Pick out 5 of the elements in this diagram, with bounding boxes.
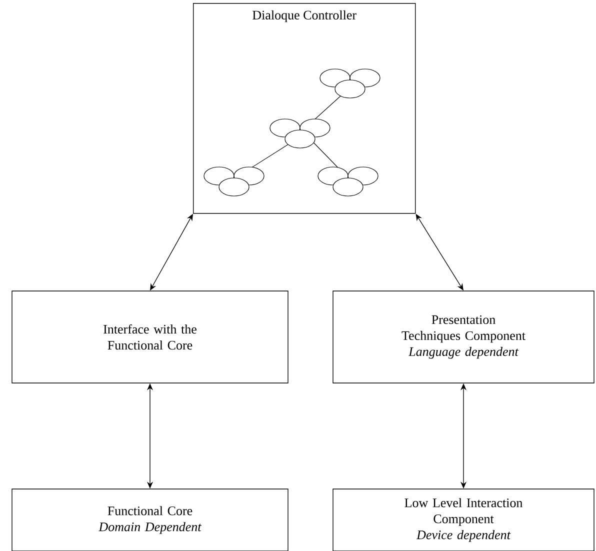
component-box: Dialoque Controller (193, 3, 416, 214)
component-box: Presentation Techniques Component Language dependent (332, 290, 594, 384)
component-box: Low Level Interaction Component Device dependent (332, 488, 594, 551)
component-box: Interface with the Functional Core (12, 290, 288, 384)
component-box: Functional Core Domain Dependent (12, 488, 288, 551)
